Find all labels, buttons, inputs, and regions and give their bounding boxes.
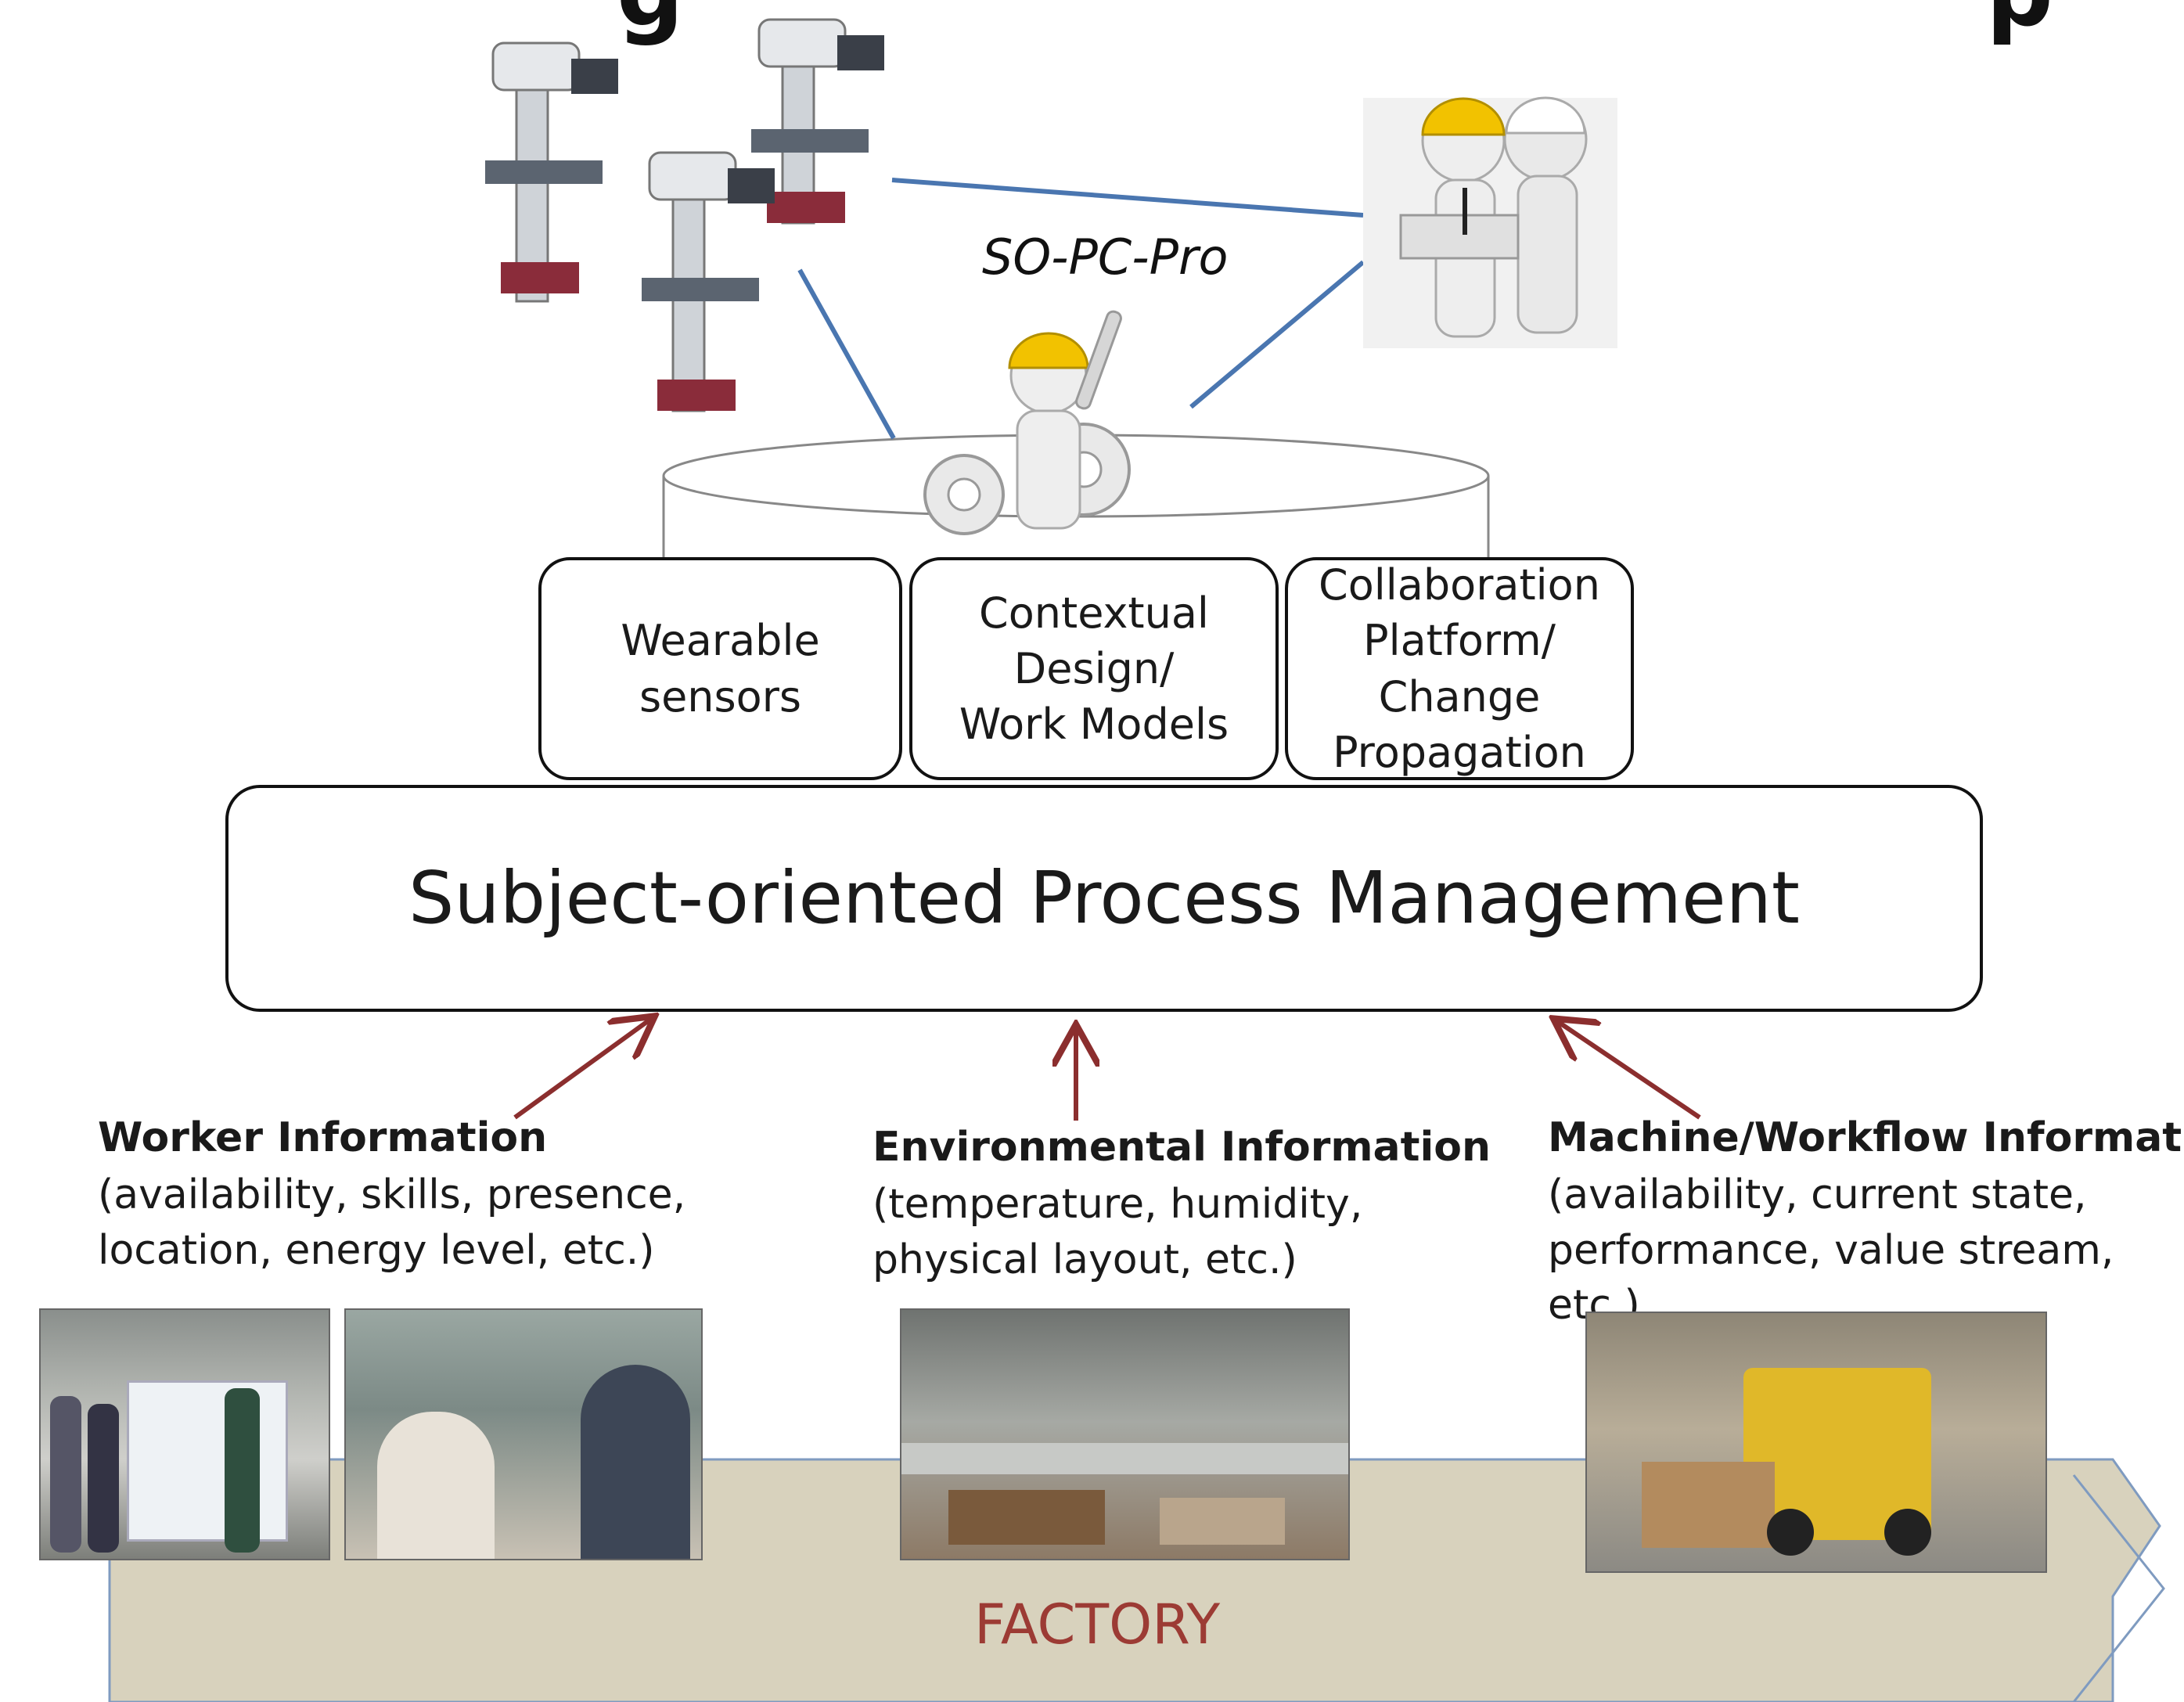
component-label: Collaboration Platform/ Change Propagati… — [1319, 560, 1600, 777]
photo-workers-talking — [344, 1308, 703, 1560]
factory-arrow-tip — [2072, 1474, 2165, 1702]
component-contextual-design: Contextual Design/ Work Models — [909, 557, 1279, 780]
source-body: (availability, skills, presence, locatio… — [98, 1171, 686, 1274]
component-label: Wearable sensors — [621, 616, 820, 721]
factory-label: FACTORY — [974, 1592, 1221, 1657]
component-label: Contextual Design/ Work Models — [959, 588, 1229, 750]
engineers-icon — [1363, 96, 1617, 348]
source-machine: Machine/Workflow Information (availabili… — [1548, 1114, 2184, 1333]
photo-forklift — [1585, 1312, 2047, 1573]
source-title: Machine/Workflow Information — [1548, 1114, 2184, 1161]
input-arrows — [513, 1019, 1701, 1121]
worker-with-gears-icon — [923, 310, 1131, 535]
source-body: (availability, current state, performanc… — [1548, 1171, 2114, 1330]
arrow-machine — [1557, 1021, 1701, 1120]
source-environment: Environmental Information (temperature, … — [873, 1124, 1545, 1287]
source-body: (temperature, humidity, physical layout,… — [873, 1181, 1363, 1283]
source-title: Worker Information — [98, 1114, 548, 1161]
component-wearable-sensors: Wearable sensors — [538, 557, 902, 780]
platform-label: SO-PC-Pro — [982, 228, 1229, 286]
milling-machine-icon — [485, 18, 884, 412]
connector-lines — [797, 178, 1365, 440]
source-worker: Worker Information (availability, skills… — [98, 1114, 771, 1278]
component-collaboration-platform: Collaboration Platform/ Change Propagati… — [1285, 557, 1634, 780]
arrow-worker — [513, 1019, 651, 1120]
main-box-label: Subject-oriented Process Management — [408, 856, 1800, 941]
title-fragment-right: p — [1986, 0, 2053, 48]
title-fragment-left: g — [617, 0, 684, 48]
source-title: Environmental Information — [873, 1124, 1491, 1171]
main-process-management-box: Subject-oriented Process Management — [225, 785, 1983, 1012]
photo-workers-board — [39, 1308, 330, 1560]
photo-factory-floor — [900, 1308, 1350, 1560]
